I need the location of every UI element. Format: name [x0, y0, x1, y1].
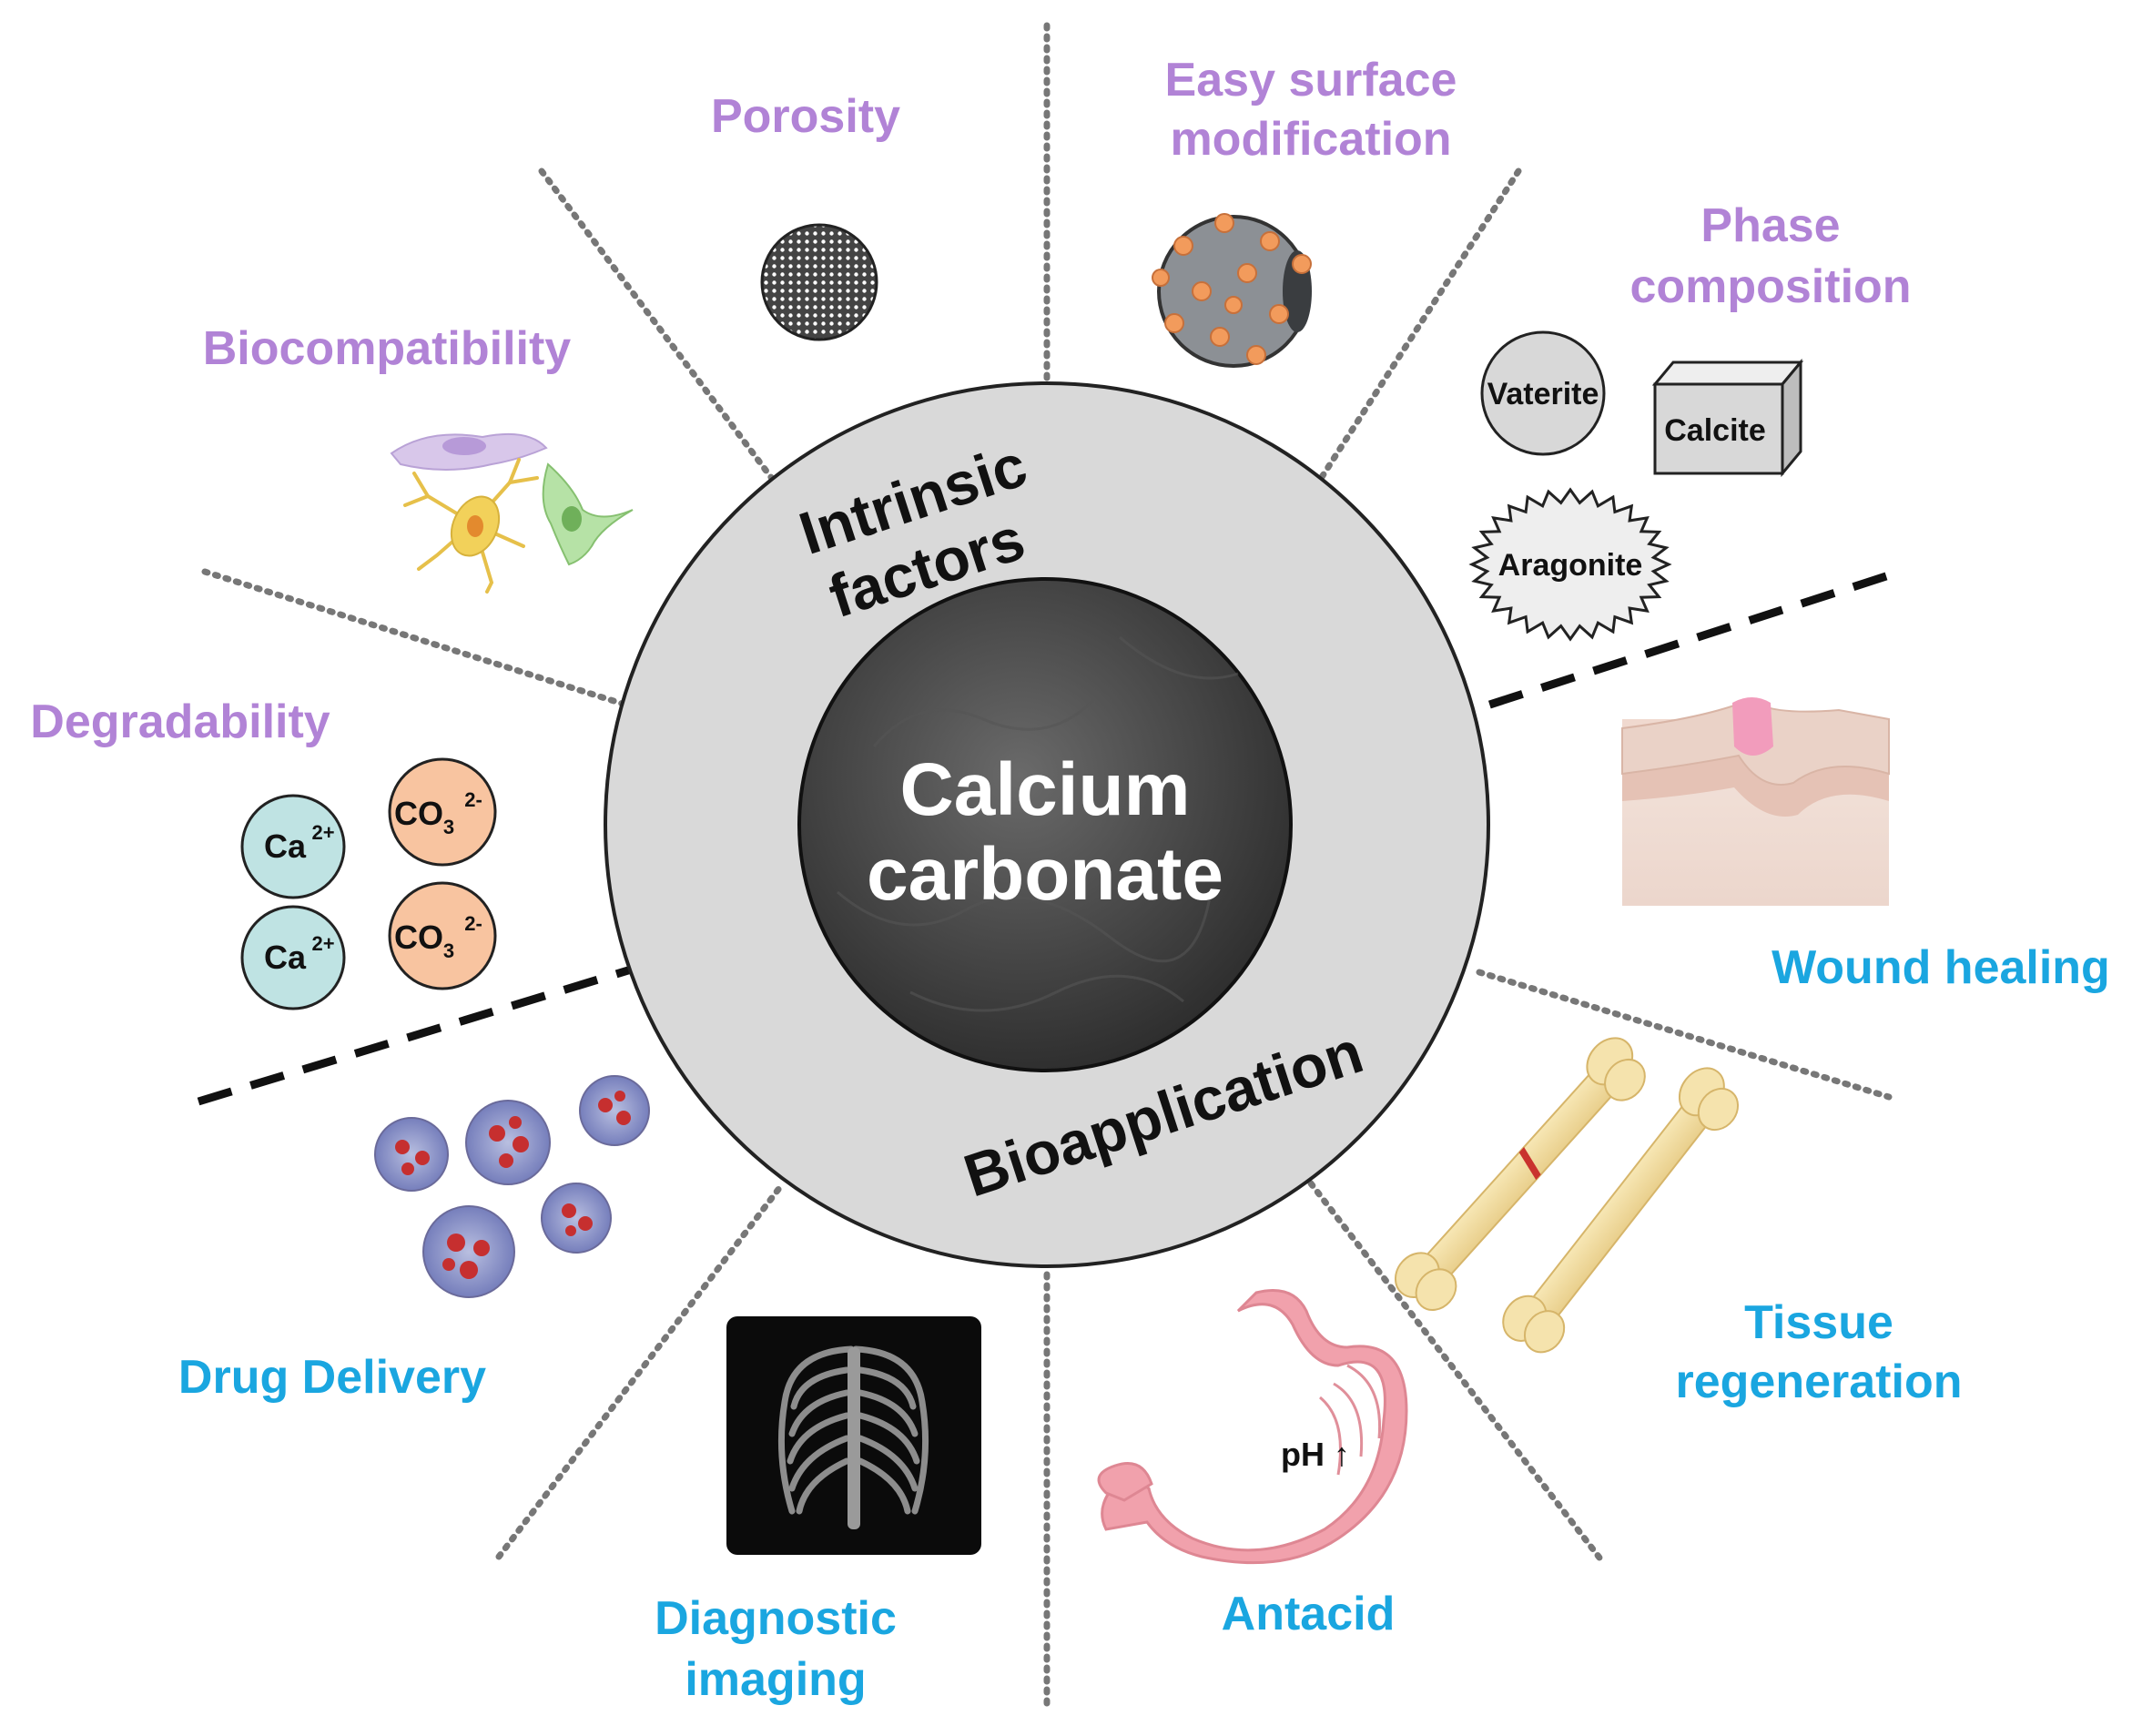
bone-icon [1394, 1037, 1740, 1354]
drug-delivery-label: Drug Delivery [178, 1351, 486, 1404]
xray-ribcage-icon [726, 1316, 981, 1555]
co3-ion-2-symbol: CO [394, 919, 443, 956]
co3-ion-1-charge: 2- [464, 788, 482, 811]
aragonite-star: Aragonite [1468, 487, 1672, 642]
phase-composition-label-line2: composition [1629, 260, 1911, 313]
calcite-cube: Calcite [1651, 358, 1804, 478]
divider-bottom-left [495, 1180, 787, 1560]
skin-wound-icon [1621, 697, 1890, 906]
calcium-carbonate-particle [797, 577, 1293, 1072]
phase-composition-label-line1: Phase [1700, 199, 1840, 252]
antacid-label: Antacid [1222, 1588, 1396, 1640]
surface-modification-label-line2: modification [1170, 113, 1451, 166]
ca-ion-1-charge: 2+ [311, 821, 334, 844]
vaterite-sphere: Vaterite [1480, 330, 1606, 456]
divider-top-left [538, 168, 782, 491]
ca-ion-1-symbol: Ca [264, 827, 307, 865]
tissue-regeneration-label-line1: Tissue [1744, 1296, 1893, 1349]
diagnostic-imaging-label-line2: imaging [685, 1653, 866, 1706]
sector-dividers [201, 22, 1893, 1711]
diagnostic-imaging-label-line1: Diagnostic [655, 1592, 897, 1645]
surface-modified-particle-icon [1152, 213, 1312, 368]
calcite-label: Calcite [1664, 413, 1766, 448]
ca-ion-2-symbol: Ca [264, 939, 307, 976]
co3-ion-2-charge: 2- [464, 912, 482, 935]
drug-loaded-particles-icon [374, 1075, 650, 1298]
cells-icon [390, 432, 634, 594]
wound-healing-label: Wound healing [1771, 941, 2110, 994]
carbonate-ion-1: CO 3 2- [388, 757, 497, 867]
biocompatibility-label: Biocompatibility [203, 322, 572, 375]
core-title-line1: Calcium [900, 748, 1191, 831]
aragonite-label: Aragonite [1498, 548, 1643, 583]
surface-modification-label-line1: Easy surface [1165, 54, 1457, 107]
divider-bottom-right [1307, 1180, 1606, 1565]
co3-ion-1-symbol: CO [394, 795, 443, 832]
co3-ion-1-subscript: 3 [443, 816, 454, 838]
divider-top-right [1312, 168, 1522, 491]
vaterite-label: Vaterite [1487, 377, 1599, 411]
divider-left [201, 568, 632, 709]
stomach-icon: pH ↑ [1097, 1289, 1408, 1565]
particle-texture [837, 635, 1239, 1012]
calcium-ion-1: Ca 2+ [240, 794, 346, 899]
stomach-ph-label: pH ↑ [1281, 1436, 1350, 1473]
divider-right [1476, 969, 1893, 1101]
carbonate-ion-2: CO 3 2- [388, 881, 497, 990]
degradability-label: Degradability [30, 695, 330, 748]
porous-sphere-icon [760, 223, 878, 341]
porosity-label: Porosity [711, 90, 900, 143]
calcium-ion-2: Ca 2+ [240, 905, 346, 1010]
ca-ion-2-charge: 2+ [311, 932, 334, 955]
core-title-line2: carbonate [867, 833, 1223, 916]
co3-ion-2-subscript: 3 [443, 939, 454, 962]
tissue-regeneration-label-line2: regeneration [1676, 1355, 1963, 1408]
